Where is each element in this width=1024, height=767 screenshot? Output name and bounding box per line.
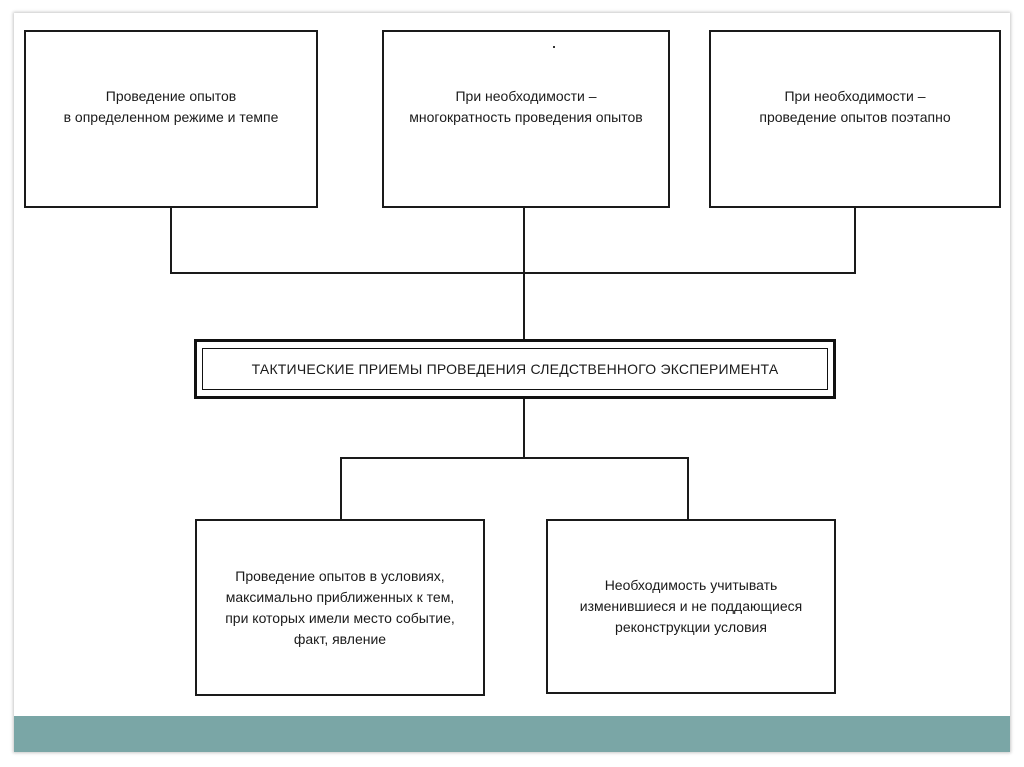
center-title-inner: ТАКТИЧЕСКИЕ ПРИЕМЫ ПРОВЕДЕНИЯ СЛЕДСТВЕНН… xyxy=(202,348,828,390)
bottom-box-1: Проведение опытов в условиях, максимальн… xyxy=(195,519,485,696)
center-title-box: ТАКТИЧЕСКИЕ ПРИЕМЫ ПРОВЕДЕНИЯ СЛЕДСТВЕНН… xyxy=(194,339,836,399)
bottom-box-2-text: Необходимость учитывать изменившиеся и н… xyxy=(579,577,803,635)
top-box-2: При необходимости – многократность прове… xyxy=(382,30,670,208)
footer-bar xyxy=(14,716,1010,752)
center-title-text: ТАКТИЧЕСКИЕ ПРИЕМЫ ПРОВЕДЕНИЯ СЛЕДСТВЕНН… xyxy=(251,361,779,377)
top-box-1-text: Проведение опытов в определенном режиме … xyxy=(63,88,279,125)
top-box-1: Проведение опытов в определенном режиме … xyxy=(24,30,318,208)
bottom-box-1-text: Проведение опытов в условиях, максимальн… xyxy=(225,567,455,647)
top-box-3-text: При необходимости – проведение опытов по… xyxy=(759,88,951,125)
stray-dot xyxy=(553,46,555,48)
top-box-2-text: При необходимости – многократность прове… xyxy=(409,88,643,125)
bottom-box-2: Необходимость учитывать изменившиеся и н… xyxy=(546,519,836,694)
top-box-3: При необходимости – проведение опытов по… xyxy=(709,30,1001,208)
